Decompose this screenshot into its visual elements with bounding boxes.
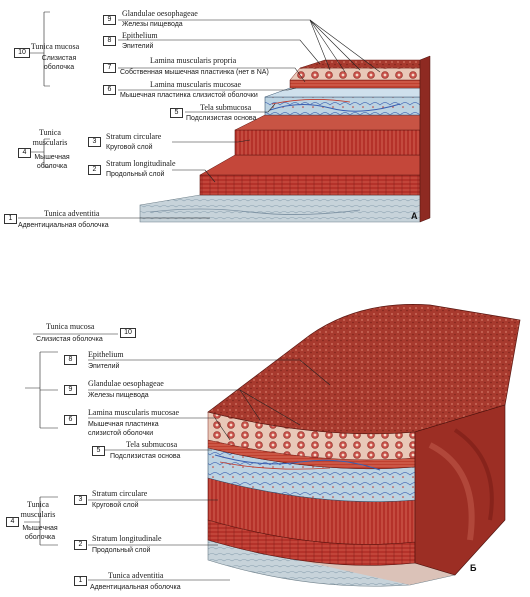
label-a-glandulae-latin: Glandulae oesophageae [122,9,198,18]
num-a-4: 4 [18,148,31,158]
num-b-9: 9 [64,385,77,395]
figure-a-letter: А [411,211,418,221]
num-a-8: 8 [103,36,116,46]
label-b-circulare-latin: Stratum circulare [92,489,148,498]
num-a-6: 6 [103,85,116,95]
label-b-submucosa-russian: Подслизистая основа [110,453,181,460]
label-a-longitudinale-latin: Stratum longitudinale [106,159,176,168]
label-b-muscularis-mucosae-latin: Lamina muscularis mucosae [88,408,180,417]
label-b-muscularis-mucosae-russian-1: Мышечная пластинка [88,421,159,428]
figure-a-block [139,55,431,223]
label-b-muscularis-latin-1: Tunica [27,500,49,509]
num-a-7: 7 [103,63,116,73]
num-a-1: 1 [4,214,17,224]
figure-a-leaders [18,11,381,219]
label-b-longitudinale-latin: Stratum longitudinale [92,534,162,543]
label-a-lamina-propria-russian: Собственная мышечная пластинка (нет в NA… [120,69,269,76]
label-b-adventitia-russian: Адвентициальная оболочка [90,584,181,591]
label-a-muscularis-latin-1: Tunica [39,128,61,137]
num-b-6: 6 [64,415,77,425]
num-b-3: 3 [74,495,87,505]
label-a-muscularis-latin-2: muscularis [32,138,68,147]
label-a-adventitia-russian: Адвентициальная оболочка [18,222,109,229]
num-b-1: 1 [74,576,87,586]
label-a-lamina-propria-latin: Lamina muscularis propria [150,56,237,65]
label-a-submucosa-russian: Подслизистая основа [186,115,257,122]
num-a-9: 9 [103,15,116,25]
label-a-epithelium-latin: Epithelium [122,31,158,40]
num-b-10: 10 [120,328,136,338]
label-a-circulare-latin: Stratum circulare [106,132,162,141]
label-b-mucosa-russian: Слизистая оболочка [36,336,103,343]
label-b-muscularis-latin-2: muscularis [20,510,56,519]
label-a-glandulae-russian: Железы пищевода [122,21,183,28]
label-b-submucosa-latin: Tela submucosa [126,440,178,449]
num-b-5: 5 [92,446,105,456]
label-b-longitudinale-russian: Продольный слой [92,547,151,554]
label-b-muscularis-russian-1: Мышечная [22,525,58,532]
label-a-submucosa-latin: Tela submucosa [200,103,252,112]
label-a-mucosa-russian-1: Слизистая [41,55,77,62]
label-b-epithelium-russian: Эпителий [88,363,120,370]
label-b-mucosa-latin: Tunica mucosa [46,322,95,331]
label-a-circulare-russian: Круговой слой [106,144,153,151]
num-a-10: 10 [14,48,30,58]
num-a-3: 3 [88,137,101,147]
label-b-epithelium-latin: Epithelium [88,350,124,359]
figure-b-letter: Б [470,563,477,573]
label-b-adventitia-latin: Tunica adventitia [108,571,164,580]
label-a-muscularis-russian-1: Мышечная [34,154,70,161]
label-b-glandulae-russian: Железы пищевода [88,392,149,399]
label-a-muscularis-mucosae-russian: Мышечная пластинка слизистой оболочки [120,92,258,99]
num-b-8: 8 [64,355,77,365]
figure-b-block [207,304,521,587]
label-a-muscularis-mucosae-latin: Lamina muscularis mucosae [150,80,242,89]
label-b-muscularis-russian-2: оболочка [24,534,56,541]
label-b-circulare-russian: Круговой слой [92,502,139,509]
num-a-2: 2 [88,165,101,175]
label-a-longitudinale-russian: Продольный слой [106,171,165,178]
num-b-2: 2 [74,540,87,550]
num-b-4: 4 [6,517,19,527]
figure-b-leaders [24,333,331,581]
label-b-glandulae-latin: Glandulae oesophageae [88,379,164,388]
label-a-epithelium-russian: Эпителий [122,43,154,50]
num-a-5: 5 [170,108,183,118]
label-a-muscularis-russian-2: оболочка [36,163,68,170]
label-a-mucosa-russian-2: оболочка [43,64,75,71]
label-a-mucosa-latin: Tunica mucosa [30,42,80,51]
label-b-muscularis-mucosae-russian-2: слизистой оболочки [88,430,154,437]
label-a-adventitia-latin: Tunica adventitia [44,209,100,218]
